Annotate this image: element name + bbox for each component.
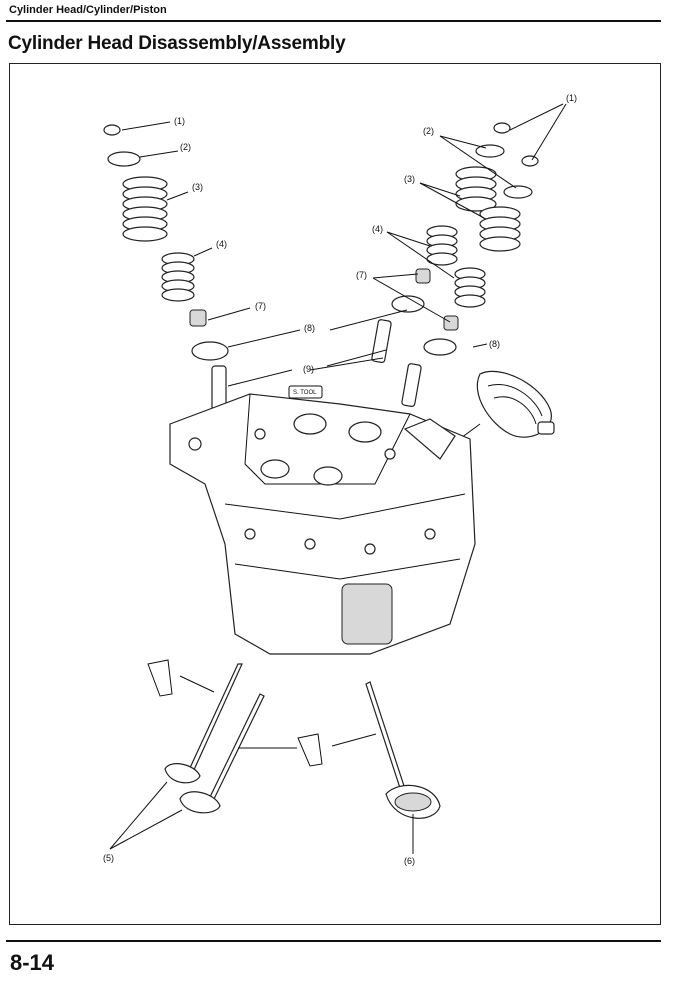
callout-3-right: (3) [404, 174, 415, 184]
retainer-left [107, 151, 141, 167]
outer-spring-left [122, 176, 168, 242]
footer-rule [6, 940, 661, 942]
callout-4-left: (4) [216, 239, 227, 249]
left-valve-stack [103, 124, 229, 413]
callout-2-left: (2) [180, 142, 191, 152]
callout-3-left: (3) [192, 182, 203, 192]
diagram-canvas: S. TOOL [103, 93, 577, 866]
cotter-left [103, 124, 121, 136]
callout-9: (9) [303, 364, 314, 374]
oil-icon [147, 659, 323, 767]
leader-lines [109, 103, 567, 854]
callout-8-left: (8) [304, 323, 315, 333]
callout-1-left: (1) [174, 116, 185, 126]
callout-5: (5) [103, 853, 114, 863]
header-rule [6, 20, 661, 22]
callout-labels: (1) (2) (3) (4) (7) (8) (9) (1) (2) (3) … [103, 93, 577, 866]
stem-seal-left [189, 309, 207, 327]
callout-1-right: (1) [566, 93, 577, 103]
right-valve-stack [371, 122, 539, 408]
cylinder-head [169, 393, 476, 655]
callout-7-left: (7) [255, 301, 266, 311]
callout-6: (6) [404, 856, 415, 866]
callout-7-right: (7) [356, 270, 367, 280]
spring-seat-left [191, 341, 229, 361]
section-header: Cylinder Head/Cylinder/Piston [9, 4, 167, 16]
page-number: 8-14 [10, 950, 55, 975]
valves [164, 663, 441, 819]
inner-spring-left [161, 252, 195, 302]
page-title: Cylinder Head Disassembly/Assembly [8, 33, 346, 54]
callout-2-right: (2) [423, 126, 434, 136]
intake-insulator [414, 370, 555, 447]
exploded-view-diagram: S. TOOL [9, 63, 661, 925]
callout-8-right: (8) [489, 339, 500, 349]
special-tool-tag [288, 385, 323, 399]
tool-label: S. TOOL [293, 390, 317, 396]
callout-4-right: (4) [372, 224, 383, 234]
